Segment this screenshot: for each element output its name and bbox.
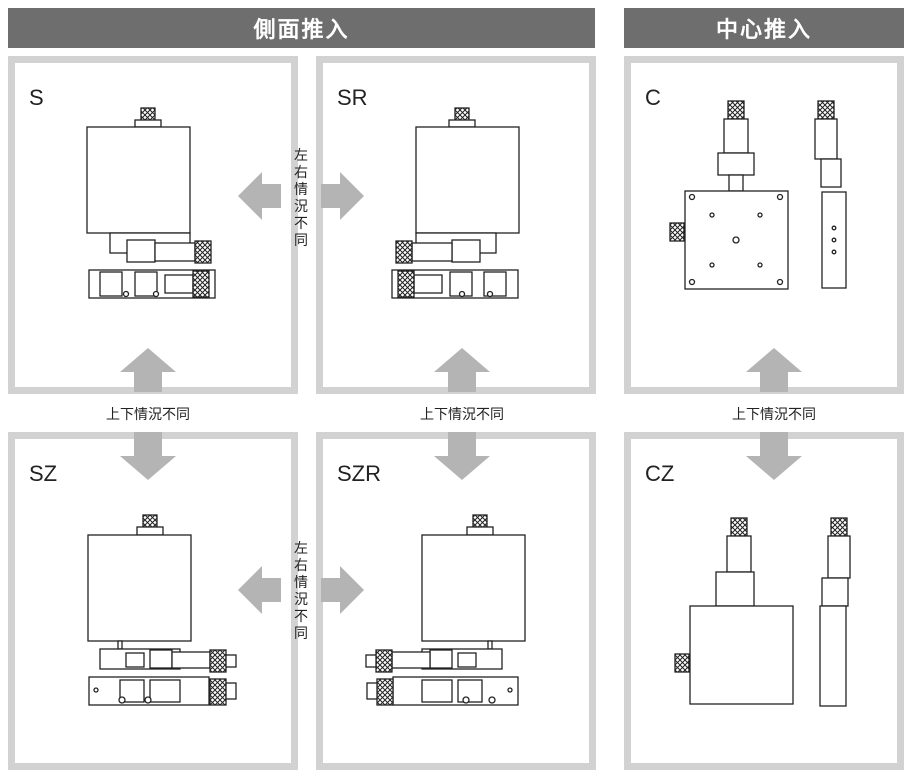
panel-label-c: C: [645, 85, 661, 110]
stage-drawing-szr: [365, 514, 526, 706]
left-arrow-bottom: [238, 566, 281, 614]
panel-cz: CZ: [624, 432, 904, 770]
header-side-push: 側面推入: [8, 8, 595, 48]
panel-label-s: S: [29, 85, 44, 110]
down-arrow-sz: [120, 432, 176, 480]
up-arrow-c: [746, 348, 802, 392]
stage-drawing-sz: [87, 514, 237, 706]
caption-updown-3: 上下情況不同: [732, 407, 816, 423]
down-arrow-cz: [746, 432, 802, 480]
right-arrow-bottom: [321, 566, 364, 614]
caption-leftright-bottom: 左 右 情 況 不 同: [294, 541, 308, 642]
header-center-push: 中心推入: [624, 8, 904, 48]
panel-label-sr: SR: [337, 85, 368, 110]
up-arrow-sr: [434, 348, 490, 392]
panel-label-szr: SZR: [337, 461, 381, 486]
caption-updown-1: 上下情況不同: [106, 407, 190, 423]
caption-updown-2: 上下情況不同: [420, 407, 504, 423]
up-arrow-s: [120, 348, 176, 392]
stage-drawing-sr: [391, 107, 520, 299]
stage-drawing-s: [86, 107, 216, 299]
panel-label-cz: CZ: [645, 461, 675, 486]
stage-drawing-c: [669, 100, 847, 290]
down-arrow-szr: [434, 432, 490, 480]
panel-label-sz: SZ: [29, 461, 58, 486]
caption-leftright-top: 左 右 情 況 不 同: [294, 148, 308, 249]
right-arrow-top: [321, 172, 364, 220]
left-arrow-top: [238, 172, 281, 220]
stage-drawing-cz: [674, 517, 851, 707]
